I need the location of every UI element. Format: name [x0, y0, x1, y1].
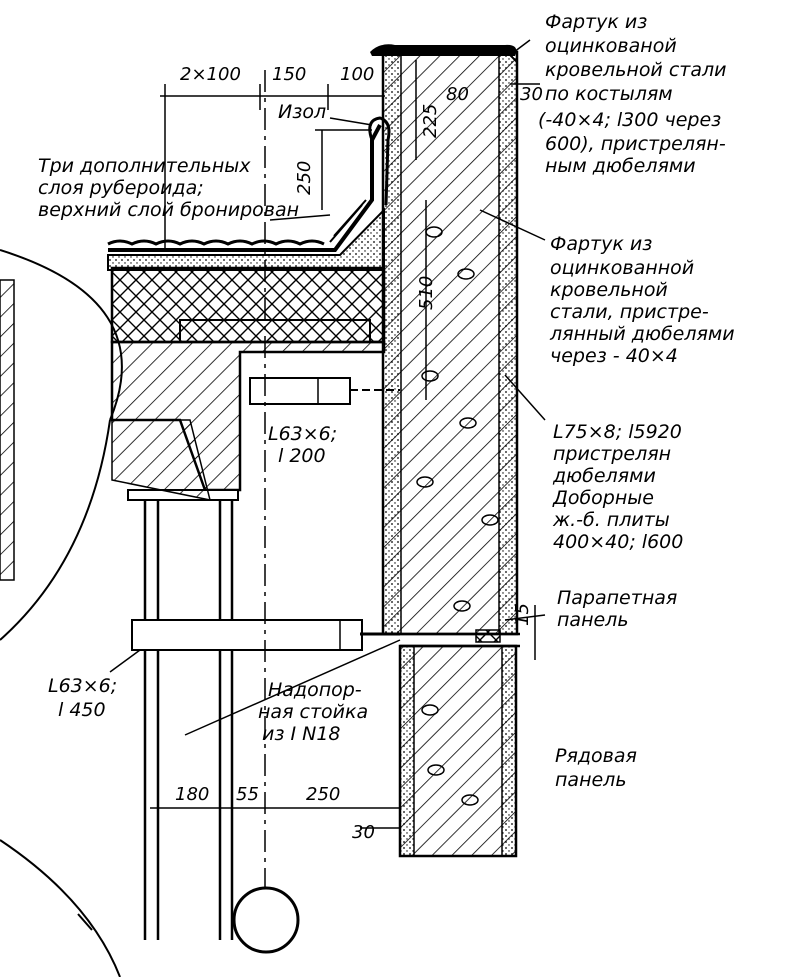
svg-text:Парапетная: Парапетная [557, 587, 677, 609]
post-label: Надопор- ная стойка из I N18 [258, 679, 368, 745]
svg-text:кровельной стали: кровельной стали [545, 59, 726, 81]
dim-150: 150 [272, 64, 306, 85]
parapet-label: Парапетная панель [557, 587, 677, 631]
parapet-panel [381, 50, 519, 636]
panel-joint [400, 629, 520, 648]
svg-text:панель: панель [557, 609, 629, 631]
svg-text:слоя рубероида;: слоя рубероида; [38, 177, 204, 199]
svg-text:Рядовая: Рядовая [555, 745, 637, 767]
roof-insulation [107, 116, 391, 344]
svg-text:ная стойка: ная стойка [258, 701, 368, 723]
svg-text:L63×6;: L63×6; [48, 675, 117, 697]
angle-l63-l200 [249, 377, 400, 405]
dim-100-top: 100 [340, 64, 374, 85]
svg-text:лянный дюбелями: лянный дюбелями [549, 323, 735, 345]
dim-250-vertical: 250 [294, 161, 315, 195]
three-layers-label: Три дополнительных слоя рубероида; верхн… [38, 155, 299, 221]
svg-text:через - 40×4: через - 40×4 [550, 345, 678, 367]
dim-55: 55 [236, 784, 259, 805]
row-panel-label: Рядовая панель [555, 745, 637, 791]
svg-text:L63×6;: L63×6; [268, 423, 337, 445]
steel-post [127, 489, 239, 940]
svg-text:дюбелями: дюбелями [552, 465, 656, 487]
svg-text:из I N18: из I N18 [262, 723, 341, 745]
dim-250-bottom: 250 [306, 784, 340, 805]
dim-80: 80 [446, 84, 469, 105]
angle-mid-label: L63×6; l 200 [268, 423, 337, 467]
svg-text:Фартук из: Фартук из [545, 11, 647, 33]
svg-text:ж.-б. плиты: ж.-б. плиты [552, 509, 670, 531]
svg-text:Фартук из: Фартук из [550, 233, 652, 255]
izol-label: Изол [278, 101, 326, 123]
svg-text:l 450: l 450 [58, 699, 106, 721]
dim-30-top: 30 [520, 84, 543, 105]
dim-225: 225 [420, 104, 441, 138]
apron-mid-label: Фартук из оцинкованной кровельной стали,… [549, 233, 735, 367]
svg-text:верхний слой бронирован: верхний слой бронирован [38, 199, 299, 221]
svg-text:l 200: l 200 [278, 445, 326, 467]
svg-text:ным дюбелями: ным дюбелями [545, 155, 696, 177]
svg-text:стали, пристре-: стали, пристре- [550, 301, 709, 323]
grid-axis [232, 70, 300, 954]
svg-text:L75×8; l5920: L75×8; l5920 [553, 421, 682, 443]
svg-text:по костылям: по костылям [545, 83, 673, 105]
svg-text:кровельной: кровельной [550, 279, 668, 301]
leader-lines [109, 39, 546, 736]
top-apron-cap [370, 44, 518, 63]
angle-low-label: L63×6; l 450 [48, 675, 117, 721]
svg-text:(-40×4; l300 через: (-40×4; l300 через [538, 109, 721, 131]
svg-text:600), пристрелян-: 600), пристрелян- [545, 133, 726, 155]
detail-circle [0, 249, 212, 977]
dim-2x100: 2×100 [180, 64, 241, 85]
svg-text:пристрелян: пристрелян [553, 443, 671, 465]
svg-text:Доборные: Доборные [552, 487, 654, 509]
dim-510: 510 [416, 276, 437, 310]
angle-right-label: L75×8; l5920 пристрелян дюбелями Доборны… [552, 421, 683, 553]
dim-15: 15 [512, 603, 533, 626]
svg-text:400×40; l600: 400×40; l600 [553, 531, 683, 553]
svg-text:оцинкованной: оцинкованной [550, 257, 694, 279]
dimension-lines [150, 60, 540, 829]
row-panel [398, 644, 518, 858]
apron-top-label: Фартук из оцинкованой кровельной стали п… [538, 11, 726, 177]
dim-30-bottom: 30 [352, 822, 375, 843]
dim-180: 180 [175, 784, 209, 805]
angle-l63-l450 [131, 619, 400, 651]
svg-text:панель: панель [555, 769, 627, 791]
svg-text:оцинкованой: оцинкованой [545, 35, 677, 57]
svg-text:Надопор-: Надопор- [268, 679, 362, 701]
svg-text:Три дополнительных: Три дополнительных [38, 155, 251, 177]
